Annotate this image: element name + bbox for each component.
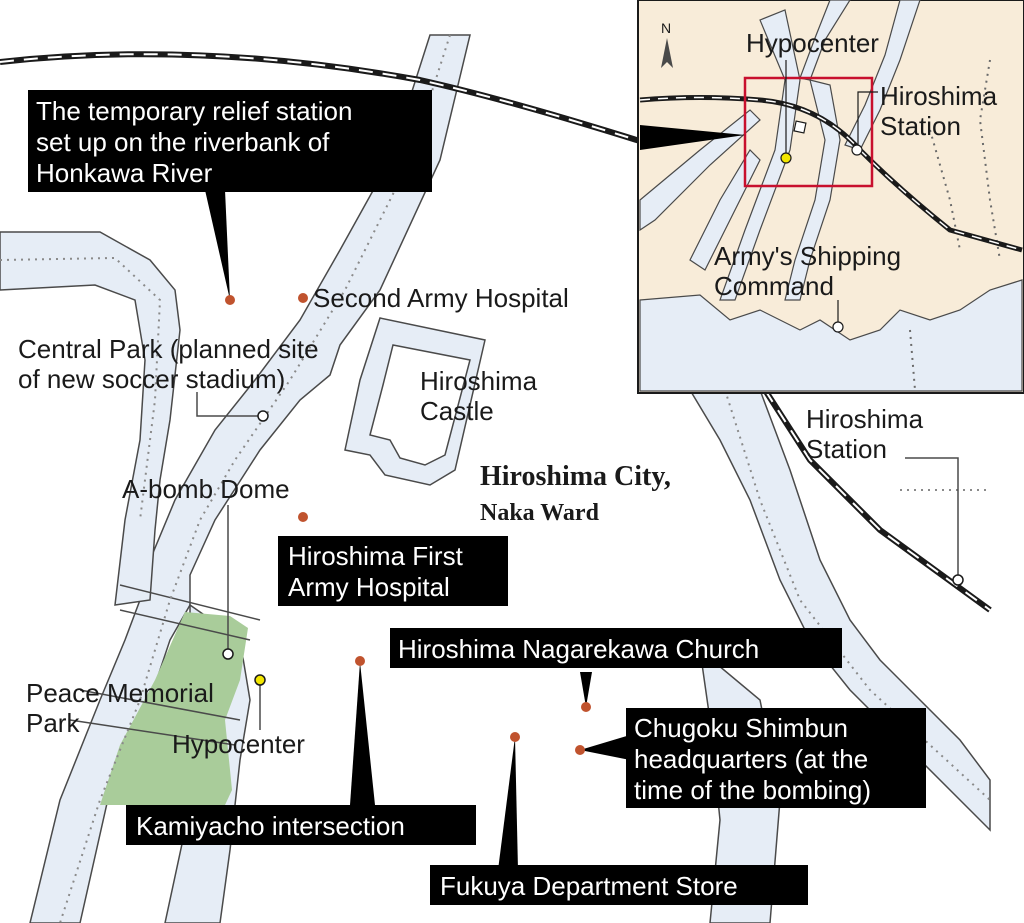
callout-box-first-army-hospital	[278, 536, 508, 606]
leader-station	[905, 457, 959, 578]
castle-moat	[344, 317, 486, 486]
label-central-park-line-1: Central Park (planned site	[18, 334, 319, 364]
title-city: Hiroshima City,	[480, 461, 671, 492]
label-second-army-hospital: Second Army Hospital	[313, 283, 569, 313]
inset-label-shipping-line-1: Army's Shipping	[714, 241, 901, 271]
inset-river-4	[689, 149, 761, 271]
inset-river-3	[639, 109, 761, 232]
marker-first-army-hospital[interactable]	[298, 512, 308, 522]
inset-marker-station[interactable]	[851, 144, 863, 156]
callout-kamiyacho: Kamiyacho intersection	[136, 811, 405, 841]
inset-boundary-3	[909, 329, 916, 391]
label-station-line-1: Hiroshima	[806, 404, 924, 434]
label-hypocenter: Hypocenter	[172, 729, 305, 759]
inset-connector	[640, 125, 745, 150]
callout-box-kamiyacho	[126, 805, 476, 845]
inset-leaders	[785, 60, 878, 325]
pointer-chugoku	[580, 735, 630, 760]
inset-label-shipping-line-2: Command	[714, 271, 834, 301]
callout-relief-station-line-1: The temporary relief station	[36, 96, 352, 126]
marker-kamiyacho[interactable]	[355, 656, 365, 666]
label-station-line-2: Station	[806, 434, 887, 464]
road-bridge-south-2	[69, 719, 236, 746]
inset-castle	[793, 120, 807, 134]
callout-chugoku-line-2: headquarters (at the	[634, 744, 868, 774]
inset-sea	[639, 279, 1023, 392]
leader-lines	[196, 392, 959, 730]
railway-east-dash	[764, 389, 991, 611]
river-west-branch	[0, 231, 181, 606]
callout-pointers	[205, 190, 630, 870]
river-dotted-lines	[0, 34, 991, 923]
inset-map: N Hypocenter Hiroshima Station Army's Sh…	[637, 0, 1024, 394]
callout-box-nagarekawa	[390, 628, 842, 668]
marker-relief-station[interactable]	[225, 295, 235, 305]
inset-leader-station	[857, 91, 878, 148]
callout-relief-station-line-3: Honkawa River	[36, 158, 213, 188]
marker-nagarekawa-church[interactable]	[581, 702, 591, 712]
north-label: N	[661, 20, 671, 36]
markers	[222, 293, 964, 755]
inset-label-hypocenter: Hypocenter	[746, 28, 879, 58]
marker-chugoku-shimbun[interactable]	[575, 745, 585, 755]
inset-railway-dash	[639, 96, 1023, 251]
marker-fukuya[interactable]	[510, 732, 520, 742]
label-peace-park-line-1: Peace Memorial	[26, 678, 214, 708]
callout-box-relief-station	[28, 90, 432, 192]
callout-boxes	[28, 90, 926, 905]
pointer-kamiyacho	[350, 662, 375, 805]
callout-first-army-hospital-line-2: Army Hospital	[288, 572, 450, 602]
leader-central-park	[196, 392, 262, 417]
callout-fukuya: Fukuya Department Store	[440, 871, 738, 901]
pointer-fukuya	[498, 737, 518, 870]
inset-label-station-line-1: Hiroshima	[880, 81, 998, 111]
inset-rivers	[639, 0, 921, 301]
inset-marker-hypocenter[interactable]	[780, 152, 792, 164]
inset-label-station-line-2: Station	[880, 111, 961, 141]
title-ward: Naka Ward	[480, 500, 600, 526]
pointer-relief-station	[205, 190, 230, 300]
callout-chugoku-line-3: time of the bombing)	[634, 775, 871, 805]
callout-box-fukuya	[430, 865, 808, 905]
callout-box-chugoku	[626, 708, 926, 808]
marker-station[interactable]	[952, 574, 964, 586]
callout-chugoku-line-1: Chugoku Shimbun	[634, 713, 848, 743]
inset-river-2	[784, 79, 841, 301]
road-bridge-north	[119, 584, 261, 621]
callout-nagarekawa: Hiroshima Nagarekawa Church	[398, 634, 759, 664]
label-dome: A-bomb Dome	[122, 474, 290, 504]
marker-dome[interactable]	[222, 648, 234, 660]
label-central-park-line-2: of new soccer stadium)	[18, 364, 285, 394]
castle-inner-keep	[369, 344, 471, 466]
callout-relief-station-line-2: set up on the riverbank of	[36, 127, 330, 157]
north-arrow-icon	[661, 38, 673, 68]
peace-park-area	[100, 612, 248, 805]
callout-first-army-hospital-line-1: Hiroshima First	[288, 541, 464, 571]
dotted-line-honkawa	[59, 34, 451, 923]
marker-second-army-hospital[interactable]	[298, 293, 308, 303]
pointer-nagarekawa	[580, 672, 592, 707]
inset-river-6	[799, 0, 851, 81]
label-peace-park-line-2: Park	[26, 708, 80, 738]
inset-marker-shipping[interactable]	[832, 321, 844, 333]
road-bridge-south	[79, 689, 241, 721]
inset-focus-frame	[743, 76, 874, 188]
marker-central-park[interactable]	[257, 410, 269, 422]
label-castle-line-2: Castle	[420, 396, 494, 426]
dotted-line-west	[0, 256, 162, 521]
marker-hypocenter[interactable]	[254, 674, 266, 686]
label-castle-line-1: Hiroshima	[420, 366, 538, 396]
